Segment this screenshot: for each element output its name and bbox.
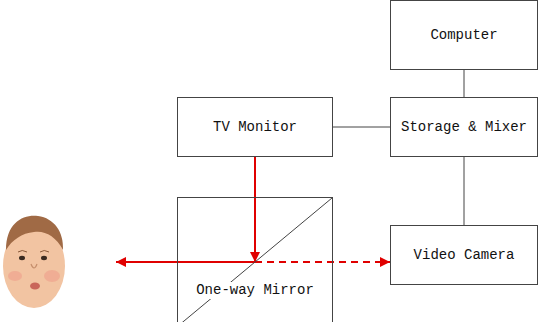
box-label: One-way Mirror xyxy=(194,282,316,299)
computer-box: Computer xyxy=(390,0,538,70)
baby-brow xyxy=(40,251,49,253)
baby-eye xyxy=(19,256,25,260)
box-label: Computer xyxy=(428,27,499,44)
baby-face xyxy=(3,216,65,308)
baby-brow xyxy=(18,251,27,253)
light-ray-arrow xyxy=(116,261,255,263)
box-label: Storage & Mixer xyxy=(399,119,529,136)
monitor-box: TV Monitor xyxy=(177,97,333,157)
box-label: TV Monitor xyxy=(211,119,299,136)
baby-mouth xyxy=(30,283,40,290)
connector-line xyxy=(464,157,465,225)
baby-nose xyxy=(31,264,37,268)
mirror-diagonal-line xyxy=(178,198,332,322)
mirror-box: One-way Mirror xyxy=(177,197,333,322)
baby-cheek xyxy=(8,271,22,281)
baby-eye xyxy=(41,256,47,260)
mirror-diagonal xyxy=(178,198,332,322)
baby-hair xyxy=(6,216,63,250)
connector-line xyxy=(254,157,256,262)
dashed-arrow xyxy=(255,261,390,263)
connector-line xyxy=(464,70,465,97)
mixer-box: Storage & Mixer xyxy=(390,97,538,157)
connector-line xyxy=(333,127,390,128)
box-label: Video Camera xyxy=(412,247,517,264)
baby-cheek xyxy=(44,270,60,282)
camera-box: Video Camera xyxy=(390,225,538,285)
